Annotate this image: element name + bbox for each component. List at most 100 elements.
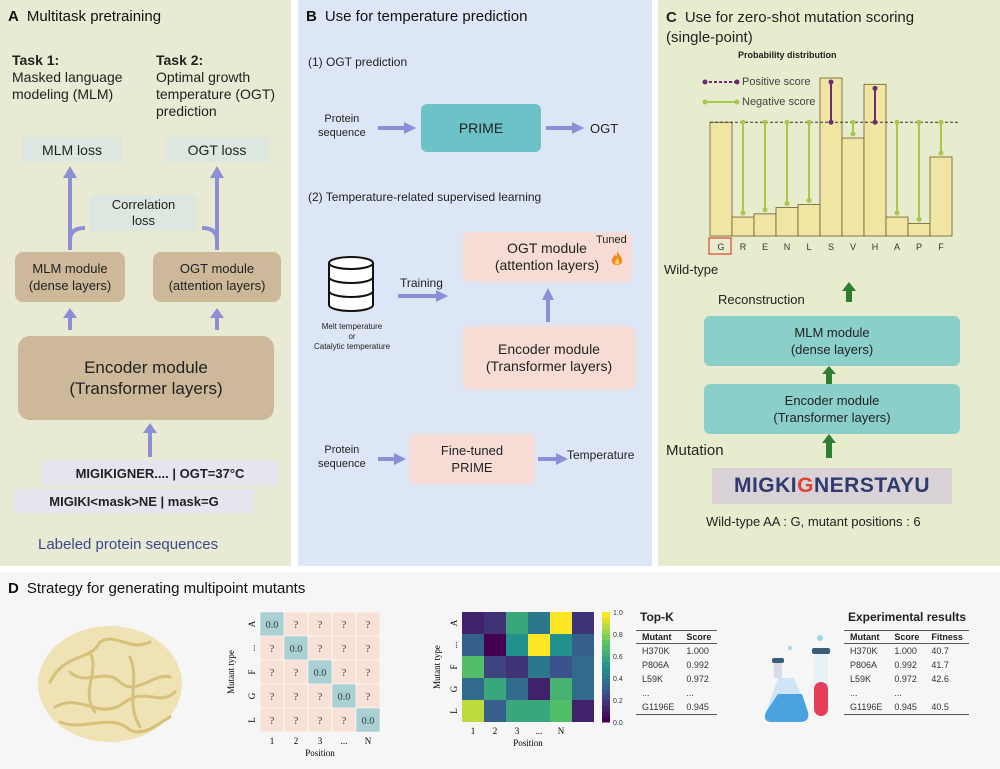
mutation-matrix: 0.0????A?0.0???...??0.0??F???0.0?G????0.… — [226, 611, 381, 758]
topk-header-mutant: Mutant — [636, 630, 681, 644]
exp-header-score: Score — [888, 630, 926, 644]
colorbar-segment — [602, 634, 610, 640]
matrix-cell-value: ? — [318, 620, 323, 631]
heatmap-cell — [462, 700, 484, 722]
heatmap-cell — [484, 612, 506, 634]
exp-cell: 1.000 — [894, 646, 917, 656]
colorbar-segment — [602, 628, 610, 635]
heatmap-ylabel: Mutant type — [432, 645, 442, 689]
score-dot-end-L — [806, 197, 812, 203]
score-dot-end-N — [784, 201, 790, 207]
prob-tick-P: P — [916, 242, 922, 252]
matrix-cell-value: 0.0 — [362, 716, 375, 727]
score-dot-P — [916, 119, 922, 125]
score-dot-end-E — [762, 207, 768, 213]
prob-tick-R: R — [740, 242, 747, 252]
colorbar-segment — [602, 656, 610, 662]
matrix-cell-value: ? — [342, 716, 347, 727]
sequence-ogt-label: MIGIKIGNER.... | OGT=37°C — [42, 460, 278, 486]
matrix-cell-value: 0.0 — [266, 620, 279, 631]
colorbar-tick: 0.2 — [613, 698, 623, 705]
matrix-cell — [355, 635, 381, 661]
heatmap-row-label: A — [449, 619, 459, 626]
colorbar-tick: 0.8 — [613, 632, 623, 639]
matrix-cell-value: ? — [294, 668, 299, 679]
topk-cell: G1196E — [636, 700, 681, 715]
heatmap-row-label: F — [449, 664, 459, 669]
matrix-cell-value: ? — [318, 716, 323, 727]
exp-cell: 0.945 — [888, 700, 926, 715]
exp-cell: 42.6 — [931, 674, 949, 684]
matrix-cell — [283, 611, 309, 637]
colorbar-tick: 0.4 — [613, 676, 623, 683]
topk-cell: 0.992 — [686, 660, 709, 670]
score-dot-E — [762, 119, 768, 125]
exp-cell: P806A — [850, 660, 878, 670]
matrix-row-label: A — [247, 620, 257, 627]
ogt-module-tuned-box: OGT module(attention layers) — [462, 232, 632, 282]
prob-tick-V: V — [850, 242, 856, 252]
colorbar-segment — [602, 617, 610, 624]
colorbar-segment — [602, 694, 610, 701]
tuned-label: Tuned — [596, 234, 627, 246]
score-dot-S — [828, 79, 834, 85]
matrix-cell — [259, 683, 285, 709]
protein-structure-image — [38, 626, 182, 742]
prob-tick-A: A — [894, 242, 900, 252]
matrix-cell-value: ? — [366, 668, 371, 679]
ogt-output-label: OGT — [590, 121, 619, 136]
matrix-col-label: ... — [341, 736, 348, 746]
matrix-cell-value: ? — [366, 620, 371, 631]
prob-bar-R — [731, 216, 755, 237]
colorbar-segment — [602, 645, 610, 651]
heatmap-cell — [484, 656, 506, 678]
task2-text: Task 2: Optimal growth temperature (OGT)… — [156, 52, 276, 119]
prob-bar-P — [907, 222, 931, 237]
exp-row: ...... — [844, 686, 969, 700]
heatmap-row-label: G — [449, 685, 459, 692]
heatmap-cell — [484, 678, 506, 700]
matrix-cell-value: 0.0 — [290, 644, 303, 655]
heatmap-cell — [572, 678, 594, 700]
heatmap-cell — [506, 700, 528, 722]
matrix-cell-value: ? — [342, 668, 347, 679]
exp-cell — [925, 686, 969, 700]
heatmap-col-label: ... — [536, 726, 543, 736]
prob-bar-A — [885, 216, 909, 237]
heatmap-row-label: ... — [449, 642, 459, 649]
score-dot-end-A — [894, 210, 900, 216]
heatmap-cell — [462, 656, 484, 678]
matrix-cell-value: ? — [366, 644, 371, 655]
exp-cell: 41.7 — [931, 660, 949, 670]
matrix-cell — [331, 659, 357, 685]
prob-bar-F — [929, 156, 953, 237]
matrix-row-label: L — [247, 717, 257, 723]
score-dot-V — [850, 119, 856, 125]
heatmap-cell — [506, 678, 528, 700]
colorbar-segment — [602, 705, 610, 712]
matrix-col-label: 3 — [318, 736, 323, 746]
score-dot-F — [938, 119, 944, 125]
prob-bar-V — [841, 137, 865, 237]
prob-bar-L — [797, 203, 821, 237]
matrix-row-label: F — [247, 669, 257, 674]
prob-tick-L: L — [806, 242, 811, 252]
heatmap-cell — [572, 700, 594, 722]
matrix-cell-value: ? — [270, 692, 275, 703]
matrix-cell-value: ? — [318, 692, 323, 703]
green-arrow-up-1 — [842, 282, 856, 302]
colorbar-segment — [602, 700, 610, 706]
sequence-mask-label: MIGIKI<mask>NE | mask=G — [14, 489, 254, 513]
score-dot-H — [872, 85, 878, 91]
matrix-cell-value: 0.0 — [338, 692, 351, 703]
matrix-cell — [259, 635, 285, 661]
colorbar-segment — [602, 716, 610, 723]
